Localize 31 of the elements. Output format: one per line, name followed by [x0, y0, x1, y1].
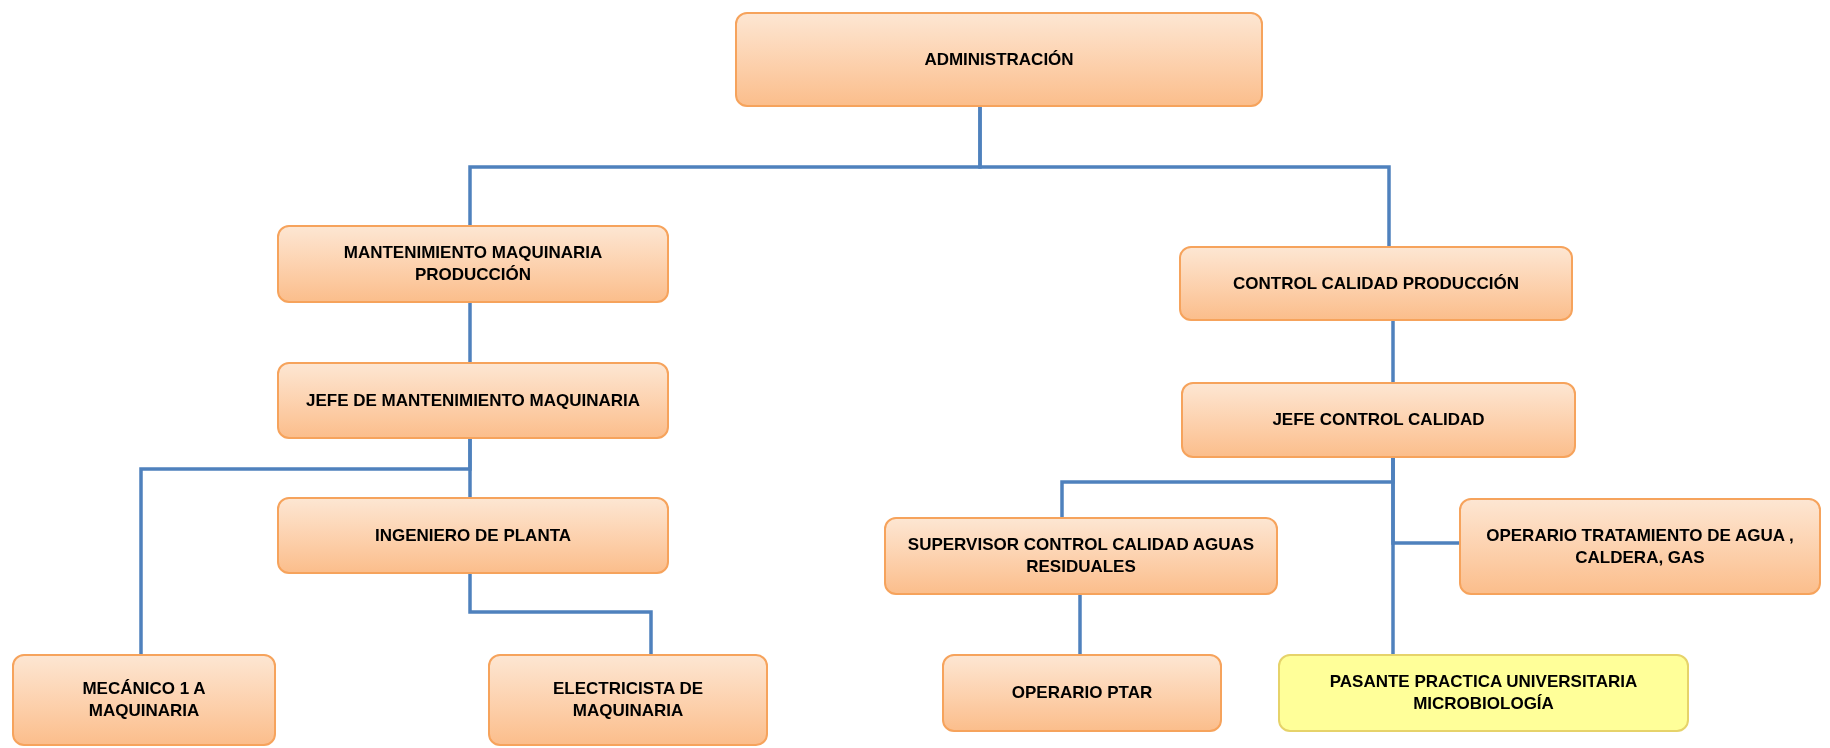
role-title: MECÁNICO 1 A MAQUINARIA — [81, 678, 207, 722]
role-title: MANTENIMIENTO MAQUINARIA PRODUCCIÓN — [342, 242, 604, 286]
org-box — [488, 654, 768, 746]
connector-line — [978, 107, 1391, 246]
connector-line — [468, 303, 472, 362]
connector-line — [1078, 595, 1082, 654]
org-box — [1459, 498, 1821, 595]
role-title: JEFE CONTROL CALIDAD — [1272, 409, 1485, 431]
role-title: SUPERVISOR CONTROL CALIDAD AGUAS RESIDUALES — [906, 534, 1256, 578]
org-box — [1278, 654, 1689, 732]
org-box — [942, 654, 1222, 732]
org-box — [735, 12, 1263, 107]
org-box — [12, 654, 276, 746]
role-title: CONTROL CALIDAD PRODUCCIÓN — [1233, 272, 1519, 295]
connector-line — [139, 439, 472, 654]
role-title: OPERARIO TRATAMIENTO DE AGUA , CALDERA, GAS — [1485, 524, 1795, 569]
org-box — [277, 362, 669, 439]
role-title: ADMINISTRACIÓN — [924, 48, 1074, 71]
org-box — [277, 497, 669, 574]
role-title: PASANTE PRACTICA UNIVERSITARIA MICROBIOLOGÍA — [1328, 671, 1639, 715]
connector-line — [1391, 321, 1395, 382]
org-box — [1179, 246, 1573, 321]
org-box — [277, 225, 669, 303]
role-title: ELECTRICISTA DE MAQUINARIA — [551, 678, 705, 722]
org-box — [884, 517, 1278, 595]
connector-line — [468, 574, 653, 654]
connector-line — [1391, 458, 1395, 654]
role-title: INGENIERO DE PLANTA — [374, 524, 572, 547]
role-title: JEFE DE MANTENIMIENTO MAQUINARIA — [305, 389, 640, 412]
org-box — [1181, 382, 1576, 458]
role-title: OPERARIO PTAR — [1011, 682, 1153, 704]
